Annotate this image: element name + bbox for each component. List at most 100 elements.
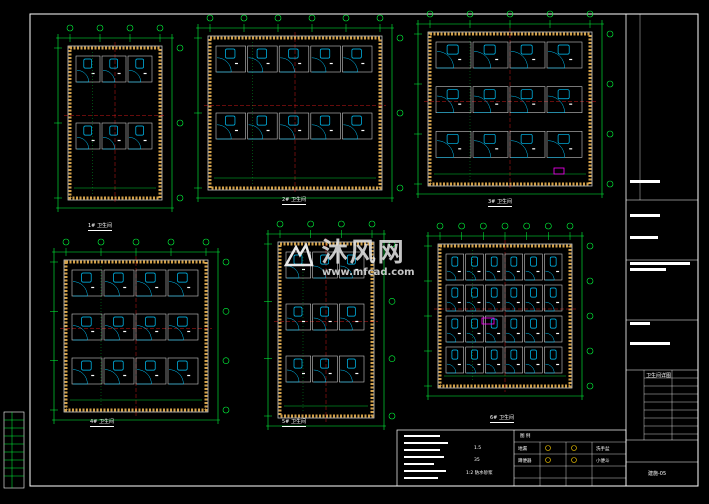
axis-bubble (276, 220, 284, 228)
door-swing (102, 137, 115, 150)
toilet-fixture (483, 133, 496, 144)
toilet-fixture (557, 44, 570, 55)
axis-bubble (606, 80, 614, 88)
toilet-fixture (177, 360, 188, 371)
sheet-number: 建施-05 (648, 471, 667, 477)
annotation-mark (123, 330, 127, 333)
annotation-mark (143, 139, 147, 142)
annotation-mark (516, 363, 520, 366)
toilet-fixture (557, 89, 570, 100)
annotation-mark (355, 268, 359, 271)
axis-bubble (126, 24, 134, 32)
toilet-fixture (510, 349, 518, 360)
plan-title-4: 4# 卫生间 (90, 419, 114, 427)
door-swing (280, 124, 295, 140)
toilet-fixture (530, 287, 537, 298)
axis-bubble (388, 240, 396, 248)
toilet-stall (509, 41, 546, 69)
toilet-fixture (83, 125, 92, 136)
axis-bubble (368, 220, 376, 228)
toilet-fixture (520, 44, 533, 55)
annotation-mark (123, 286, 127, 289)
toilet-fixture (530, 349, 537, 360)
door-swing (505, 363, 516, 374)
toilet-fixture (145, 360, 156, 371)
toilet-fixture (451, 349, 459, 360)
door-swing (136, 369, 152, 385)
annotation-mark (536, 301, 540, 304)
annotation-mark (328, 268, 332, 271)
axis-bubble (222, 308, 230, 315)
toilet-fixture (549, 256, 557, 267)
annotation-mark (91, 330, 95, 333)
title-block (625, 13, 699, 487)
axis-bubble (426, 10, 434, 18)
toilet-fixture (446, 89, 459, 100)
door-swing (168, 369, 184, 385)
toilet-fixture (256, 48, 267, 59)
toilet-fixture (135, 58, 144, 69)
axis-bubble (274, 14, 282, 22)
axis-bubble (66, 24, 74, 32)
annotation-mark (328, 372, 332, 375)
watermark-brand: 沐风网 (321, 238, 406, 268)
annotation-mark (516, 270, 520, 273)
plans-layer (50, 10, 614, 430)
annotation-mark (516, 301, 520, 304)
annotation-mark (266, 62, 270, 65)
toilet-fixture (288, 48, 299, 59)
annotation-mark (495, 148, 499, 150)
toilet-fixture (549, 318, 557, 329)
axis-bubble (62, 238, 70, 246)
door-swing (436, 51, 454, 69)
annotation-mark (569, 58, 573, 61)
annotation-mark (143, 72, 147, 75)
annotation-mark (457, 301, 461, 304)
axis-bubble (506, 10, 514, 18)
door-swing (216, 57, 232, 73)
toilet-fixture (510, 318, 518, 329)
annotation-mark (556, 270, 560, 273)
note-value-2: 35 (474, 458, 480, 463)
door-swing (510, 140, 528, 158)
toilet-fixture (293, 306, 303, 317)
toilet-fixture (113, 360, 124, 371)
annotation-mark (117, 72, 121, 75)
toilet-fixture (135, 125, 144, 136)
left-revision-table (3, 411, 25, 489)
toilet-fixture (109, 58, 118, 69)
toilet-fixture (520, 133, 533, 144)
plan-title-2: 2# 卫生间 (282, 197, 306, 205)
annotation-mark (458, 148, 462, 150)
toilet-stall (509, 131, 546, 158)
door-swing (436, 95, 454, 113)
axis-bubble (458, 222, 465, 230)
plan-title-5: 5# 卫生间 (282, 419, 306, 427)
door-swing (343, 124, 358, 140)
door-swing (136, 281, 152, 297)
annotation-mark (536, 332, 540, 335)
annotation-mark (569, 148, 573, 150)
door-swing (446, 332, 457, 343)
axis-bubble (586, 242, 594, 250)
door-swing (486, 332, 496, 343)
annotation-mark (302, 320, 305, 323)
annotation-mark (155, 374, 159, 377)
magenta-marker (481, 317, 495, 325)
annotation-mark (457, 270, 461, 273)
door-swing (104, 281, 120, 297)
legend-item-3: 蹲便器 (518, 459, 532, 464)
annotation-mark (187, 330, 191, 333)
axis-bubble (606, 180, 614, 188)
toilet-fixture (109, 125, 118, 136)
toilet-fixture (451, 287, 459, 298)
toilet-fixture (346, 358, 356, 369)
axis-bubble (167, 238, 175, 246)
annotation-mark (532, 148, 536, 150)
door-swing (76, 70, 89, 83)
annotation-mark (91, 139, 95, 142)
door-swing (248, 124, 264, 140)
annotation-mark (495, 103, 499, 105)
axis-bubble (240, 14, 248, 22)
